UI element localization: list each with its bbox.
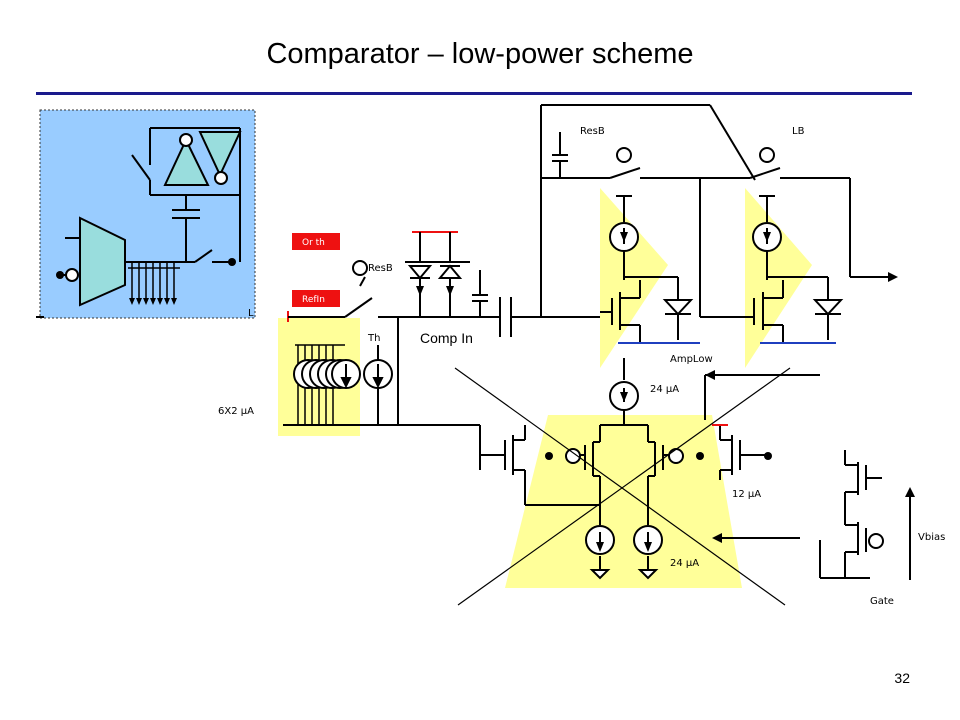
lb-control [759,147,775,163]
gate-label: Gate [870,596,894,607]
inset-comb-arrows [129,298,177,305]
amp-stage-feedback [540,104,851,317]
or-th-tag [292,233,340,250]
th-current-source [363,359,393,425]
highlight-diffpair [505,415,742,588]
title-underline [36,92,912,95]
current-6x2-label: 6X2 µA [218,406,254,417]
inset-current-comb [128,262,180,300]
inset-buffer-up [163,137,210,186]
vbias-label: Vbias [918,532,945,543]
bias-arrow-icon [712,533,722,543]
inset-block: L [36,109,256,319]
current-bank [293,344,361,425]
current-12-label: 12 µA [732,489,761,500]
input-cap [472,270,488,317]
current-24-bottom-label: 24 µA [670,558,699,569]
page-number: 32 [894,670,910,686]
lb-label: LB [792,126,805,137]
strike-line-1 [454,367,786,606]
resb-switch-control [352,260,368,276]
vbias-arrow-icon [905,487,915,497]
resb-left-label: ResB [368,263,393,274]
diode-clamp [405,231,470,317]
inset-edge-label: L [248,308,254,319]
resb-top-control [616,147,632,163]
ground-icon-1 [589,569,611,580]
or-th-label: Or th [302,238,325,248]
inset-amplifier [79,216,126,307]
vbias-gate-circuit [819,450,911,580]
strike-line-2 [457,367,791,606]
amplow-label: AmpLow [670,354,713,365]
ground-icon-2 [637,569,659,580]
current-24-top-label: 24 µA [650,384,679,395]
th-label: Th [367,333,380,344]
output-arrow-icon [888,272,898,282]
inset-buffer-down [198,131,242,178]
slide-title: Comparator – low-power scheme [266,38,694,70]
refin-label: RefIn [302,295,325,305]
resb-top-label: ResB [580,126,605,137]
comp-in-label: Comp In [420,330,473,346]
refin-tag [292,290,340,307]
